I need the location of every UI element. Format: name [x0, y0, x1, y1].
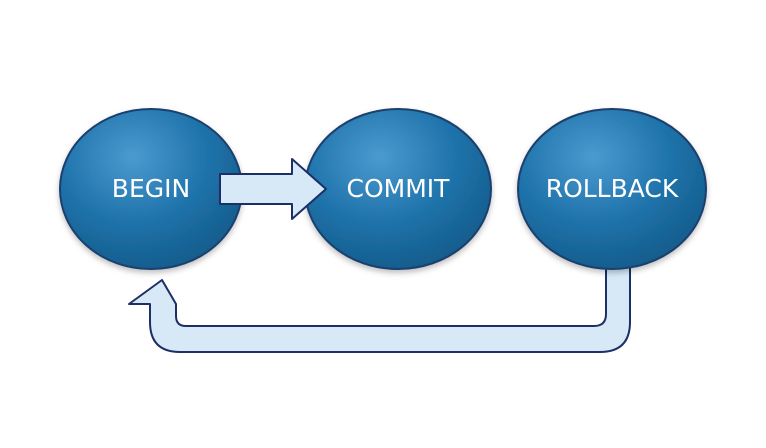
node-rollback	[517, 108, 707, 270]
node-begin-label: BEGIN	[112, 174, 190, 203]
begin-to-commit-arrow	[219, 158, 327, 220]
node-commit-label: COMMIT	[347, 174, 451, 203]
node-rollback-label: ROLLBACK	[546, 174, 679, 203]
rollback-to-begin-arrow	[128, 261, 631, 353]
